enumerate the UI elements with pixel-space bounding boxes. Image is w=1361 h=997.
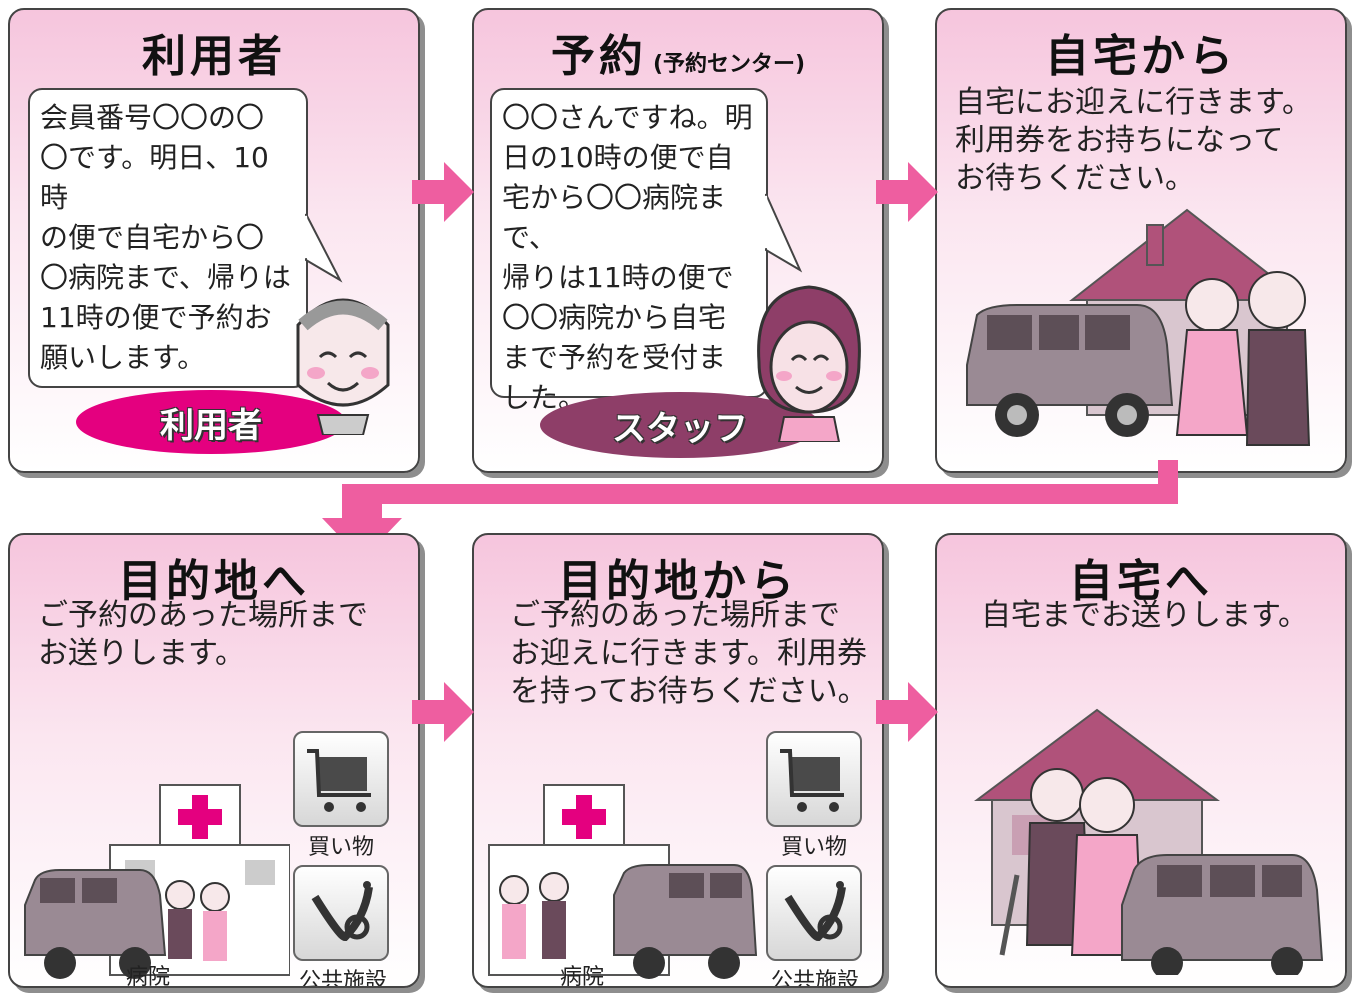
staff-woman-icon — [757, 285, 861, 442]
house-couple-van-illustration — [974, 708, 1324, 975]
title-main: 予約 — [550, 31, 647, 82]
user-tag: 利用者 — [76, 390, 346, 454]
house-van-couple-illustration — [966, 208, 1311, 446]
shopping-cart-icon — [766, 731, 862, 827]
hospital-label: 病院 — [559, 965, 604, 988]
hospital-van-illustration — [488, 784, 758, 979]
panel-to-destination: 目的地へ ご予約のあった場所まで お送りします。 病院 買い物 公共施設 — [8, 533, 420, 988]
panel-from-home: 自宅から 自宅にお迎えに行きます。 利用券をお持ちになって お待ちください。 — [935, 8, 1347, 473]
shopping-label: 買い物 — [307, 835, 374, 860]
public-facility-icon — [293, 865, 389, 961]
public-facility-label: 公共施設 — [770, 969, 859, 988]
flow-arrow-down-connector — [322, 460, 1178, 560]
panel-user: 利用者 会員番号〇〇の〇 〇です。明日、10時 の便で自宅から〇 〇病院まで、帰… — [8, 8, 420, 473]
hospital-van-illustration — [24, 784, 290, 979]
speech-bubble: 〇〇さんですね。明 日の10時の便で自 宅から〇〇病院まで、 帰りは11時の便で… — [490, 88, 768, 414]
panel-title: 目的地から — [558, 556, 798, 607]
panel-text: ご予約のあった場所まで お送りします。 — [38, 598, 368, 671]
hospital-label: 病院 — [125, 965, 170, 988]
flow-arrow-right — [876, 682, 938, 742]
panel-title: 自宅から — [1045, 31, 1237, 82]
panel-title: 予約(予約センター) — [474, 20, 882, 84]
bubble-tail — [301, 213, 343, 283]
speech-bubble: 会員番号〇〇の〇 〇です。明日、10時 の便で自宅から〇 〇病院まで、帰りは 1… — [28, 88, 308, 388]
flow-arrow-right — [876, 162, 938, 222]
panel-title: 目的地へ — [118, 556, 310, 607]
public-facility-icon — [766, 865, 862, 961]
public-facility-label: 公共施設 — [298, 969, 387, 988]
panel-to-home: 自宅へ 自宅までお送りします。 — [935, 533, 1347, 988]
shopping-label: 買い物 — [780, 835, 847, 860]
panel-title: 自宅へ — [1069, 556, 1213, 607]
panel-text: ご予約のあった場所まで お迎えに行きます。利用券 を持ってお待ちください。 — [510, 598, 868, 709]
panel-text: 自宅にお迎えに行きます。 利用券をお持ちになって お待ちください。 — [955, 85, 1312, 196]
elderly-man-icon — [296, 298, 390, 435]
flow-arrow-right — [412, 682, 474, 742]
panel-from-destination: 目的地から ご予約のあった場所まで お迎えに行きます。利用券 を持ってお待ちくだ… — [472, 533, 884, 988]
bubble-tail — [761, 193, 803, 273]
panel-reservation: 予約(予約センター) 〇〇さんですね。明 日の10時の便で自 宅から〇〇病院まで… — [472, 8, 884, 473]
panel-text: 自宅までお送りします。 — [981, 598, 1308, 633]
flow-arrow-right — [412, 162, 474, 222]
panel-title: 利用者 — [142, 31, 286, 82]
title-sub: (予約センター) — [652, 52, 806, 77]
shopping-cart-icon — [293, 731, 389, 827]
